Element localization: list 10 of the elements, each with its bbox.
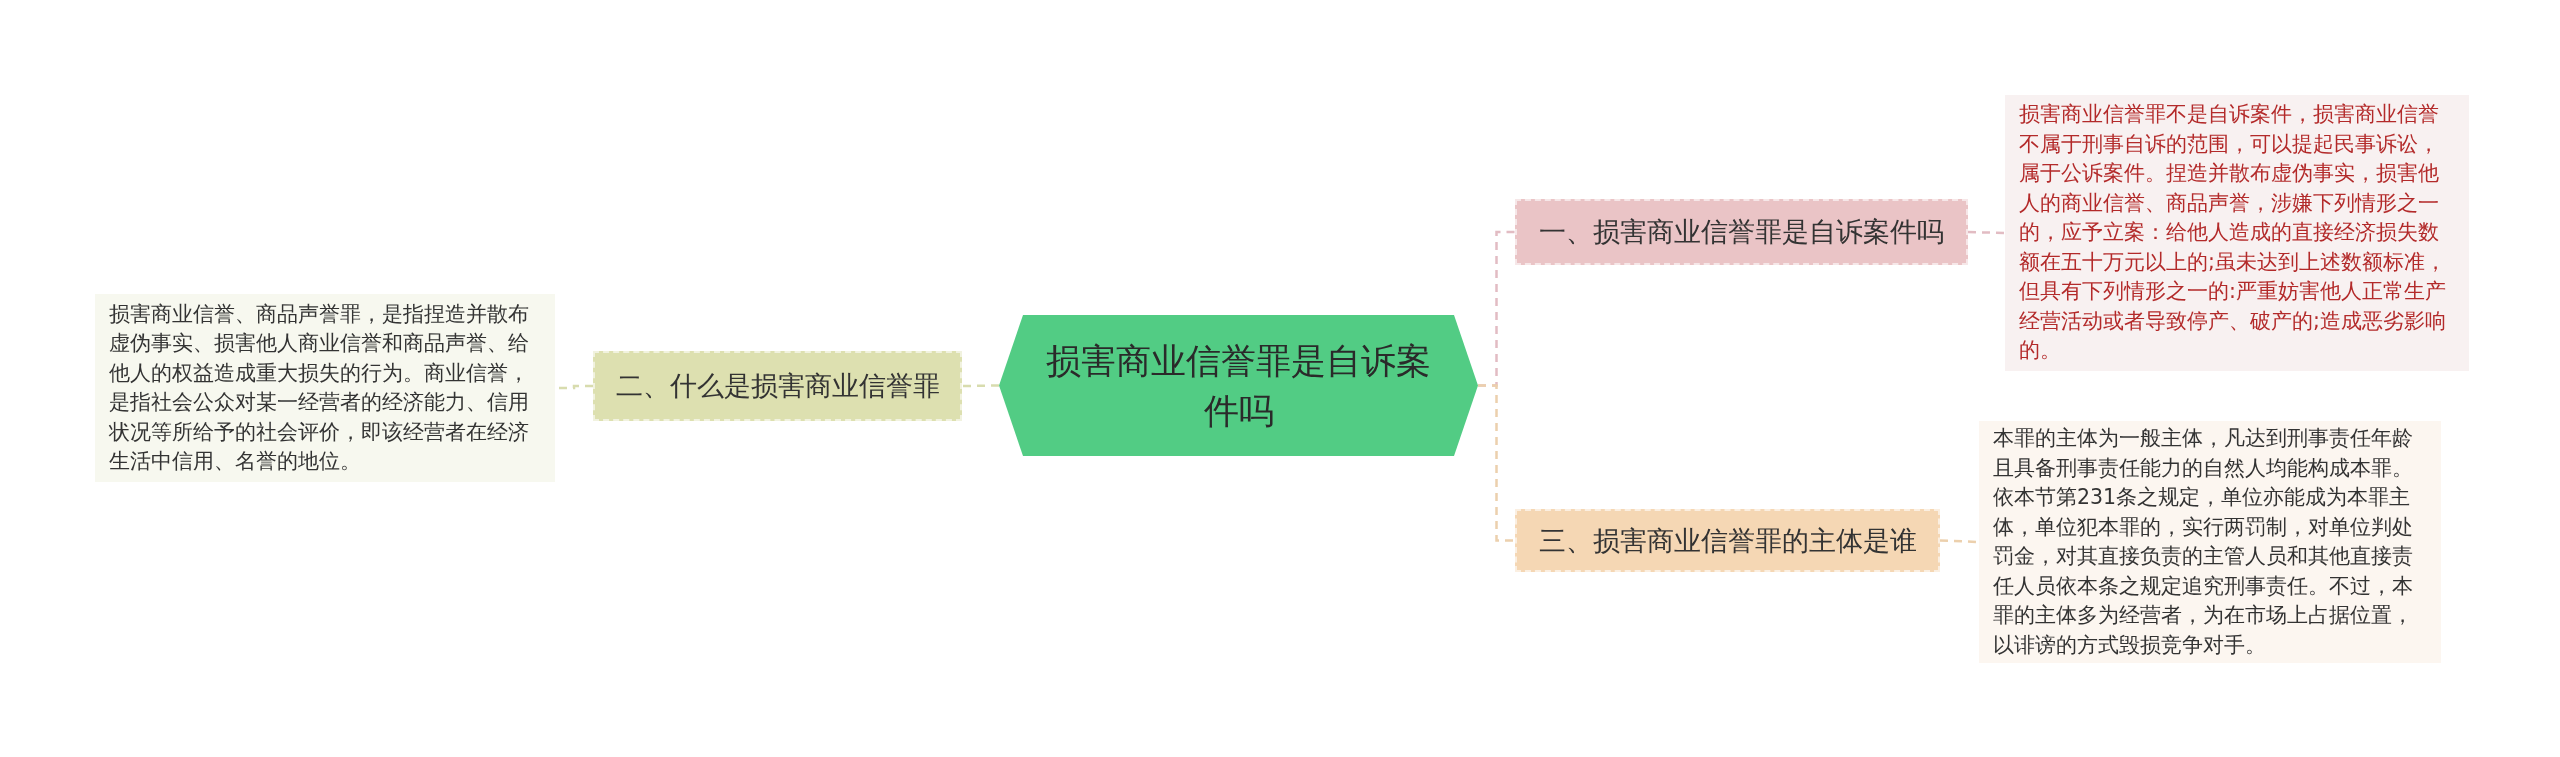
note-card: 损害商业信誉罪不是自诉案件，损害商业信誉不属于刑事自诉的范围，可以提起民事诉讼，属于公诉案件。捏造并散布虚伪事实，损害他人的商业信誉、商品声誉，涉嫌下列情形之一的，应予立案：给他人造成的直接经济损失数额在五十万元以上的;虽未达到上述数额标准，但具有下列情形之一的:严重妨害他人正常生产经营活动或者导致停产、破产的;造成恶劣影响的。 bbox=[2005, 95, 2469, 371]
topic-box: 三、损害商业信誉罪的主体是谁 bbox=[1515, 509, 1940, 572]
connector-line bbox=[1967, 230, 2006, 235]
topic-box: 二、什么是损害商业信誉罪 bbox=[593, 351, 962, 421]
connector-line bbox=[962, 384, 999, 388]
connector-line bbox=[1478, 384, 1515, 542]
note-card: 本罪的主体为一般主体，凡达到刑事责任年龄且具备刑事责任能力的自然人均能构成本罪。依本节第231条之规定，单位亦能成为本罪主体，单位犯本罪的，实行两罚制，对单位判处罚金，对其直接负责的主管人员和其他直接责任人员依本条之规定追究刑事责任。不过，本罪的主体多为经营者，为在市场上占据位置，以诽谤的方式毁损竞争对手。 bbox=[1979, 421, 2441, 663]
topic-box: 一、损害商业信誉罪是自诉案件吗 bbox=[1515, 199, 1968, 265]
central-topic: 损害商业信誉罪是自诉案件吗 bbox=[999, 315, 1478, 456]
note-card: 损害商业信誉、商品声誉罪，是指捏造并散布虚伪事实、损害他人商业信誉和商品声誉、给他人的权益造成重大损失的行为。商业信誉，是指社会公众对某一经营者的经济能力、信用状况等所给予的社会评价，即该经营者在经济生活中信用、名誉的地位。 bbox=[95, 294, 555, 482]
